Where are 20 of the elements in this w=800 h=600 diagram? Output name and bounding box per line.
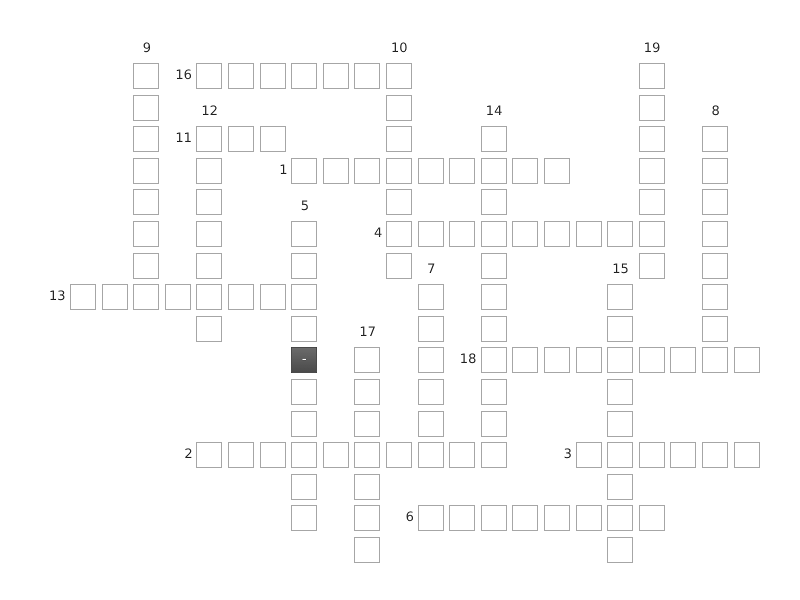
clue-number: 14 <box>486 104 502 120</box>
clue-number: 15 <box>612 262 629 278</box>
clue-number: 12 <box>201 104 218 120</box>
clue-number: 7 <box>427 262 436 278</box>
clue-number: 4 <box>374 226 382 242</box>
clue-number: 19 <box>644 41 660 57</box>
filled-cell: - <box>291 347 318 374</box>
clue-number: 8 <box>712 104 720 120</box>
clue-number: 18 <box>460 352 476 368</box>
clue-number: 13 <box>49 289 66 306</box>
clue-number: 5 <box>300 199 309 215</box>
clue-number: 9 <box>142 41 151 57</box>
clue-number: 3 <box>564 447 572 464</box>
clue-number: 1 <box>279 162 288 179</box>
clue-number: 2 <box>184 447 193 464</box>
clue-number: 6 <box>406 510 414 526</box>
clue-number: 10 <box>391 41 408 57</box>
clue-number: 17 <box>359 325 376 342</box>
clue-number: 16 <box>175 68 192 84</box>
clue-number: 11 <box>175 131 192 148</box>
